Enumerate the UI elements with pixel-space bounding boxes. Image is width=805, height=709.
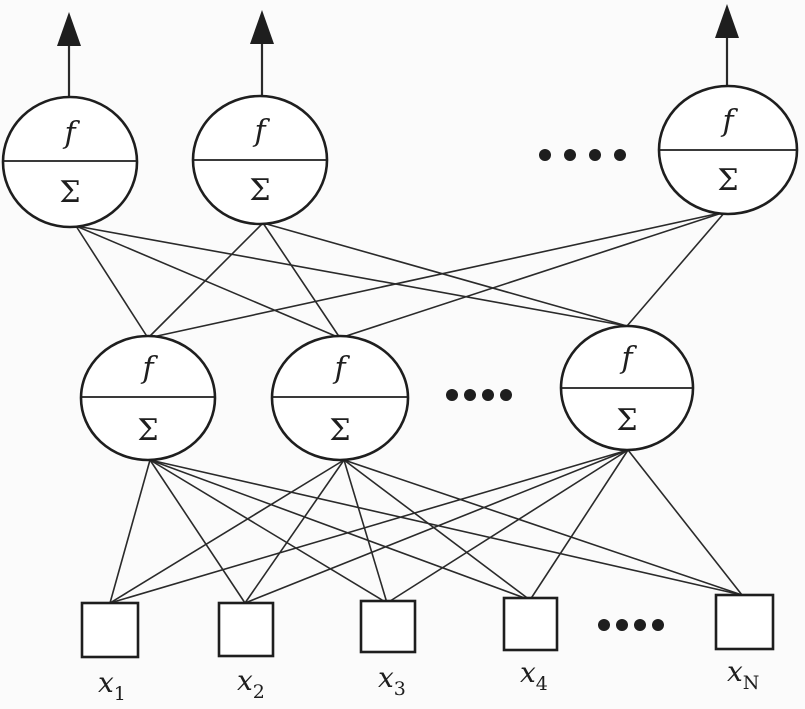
ellipsis-dot	[614, 149, 626, 161]
connection	[626, 211, 726, 327]
input-node	[217, 601, 275, 658]
output-arrow-icon	[57, 12, 81, 100]
ellipsis-dot	[446, 389, 458, 401]
input-layer: x1 x2 x3 x4 xN	[80, 593, 775, 705]
connections-hidden-output	[75, 211, 726, 339]
connection	[244, 459, 345, 604]
connection	[109, 449, 629, 604]
ellipsis-dot	[589, 149, 601, 161]
connection	[386, 449, 629, 604]
summation-symbol: Σ	[249, 173, 270, 208]
connection	[262, 222, 341, 339]
ellipsis-dot	[564, 149, 576, 161]
hidden-neuron: f Σ	[79, 334, 217, 462]
ellipsis-dot	[539, 149, 551, 161]
ellipsis-dots	[598, 619, 664, 631]
connection	[343, 459, 743, 596]
connection	[343, 459, 531, 601]
connection	[343, 459, 388, 604]
summation-symbol: Σ	[59, 175, 80, 210]
ellipsis-dot	[652, 619, 664, 631]
input-node	[80, 601, 140, 659]
connection	[75, 225, 341, 339]
input-node	[359, 599, 417, 654]
connection	[75, 225, 149, 339]
summation-symbol: Σ	[616, 403, 637, 438]
connection	[109, 459, 151, 604]
output-arrows	[57, 4, 739, 100]
summation-symbol: Σ	[137, 413, 158, 448]
ellipsis-dot	[464, 389, 476, 401]
summation-symbol: Σ	[717, 163, 738, 198]
input-label-x3: x3	[378, 661, 406, 700]
connection	[149, 459, 743, 596]
output-arrow-icon	[250, 10, 274, 96]
ellipsis-dots	[446, 389, 512, 401]
connection	[149, 459, 388, 604]
ellipsis-dot	[616, 619, 628, 631]
hidden-layer: f Σ f Σ f Σ	[79, 324, 695, 462]
ellipsis-dots	[539, 149, 626, 161]
summation-symbol: Σ	[329, 413, 350, 448]
connection	[109, 459, 345, 604]
connections-input-hidden	[109, 449, 743, 604]
input-label-x2: x2	[237, 664, 265, 703]
ellipsis-dot	[598, 619, 610, 631]
ellipsis-dot	[500, 389, 512, 401]
connection	[627, 449, 743, 596]
input-label-x4: x4	[520, 656, 548, 695]
connection	[529, 449, 629, 601]
connection	[339, 211, 726, 339]
output-neuron: f Σ	[1, 95, 139, 229]
connection	[75, 225, 628, 327]
output-neuron: f Σ	[657, 84, 799, 216]
connection	[149, 459, 531, 601]
connection	[244, 449, 629, 604]
input-node	[714, 593, 775, 651]
ellipsis-dot	[634, 619, 646, 631]
input-node	[502, 596, 559, 652]
ellipsis-dot	[482, 389, 494, 401]
connection	[262, 222, 628, 327]
connection	[147, 211, 726, 339]
connection	[149, 459, 246, 604]
hidden-neuron: f Σ	[270, 334, 410, 462]
hidden-neuron: f Σ	[559, 324, 695, 452]
output-arrow-icon	[715, 4, 739, 88]
output-neuron: f Σ	[191, 94, 329, 226]
output-layer: f Σ f Σ f Σ	[1, 84, 799, 229]
input-label-x1: x1	[98, 666, 126, 705]
input-label-xN: xN	[727, 655, 759, 694]
